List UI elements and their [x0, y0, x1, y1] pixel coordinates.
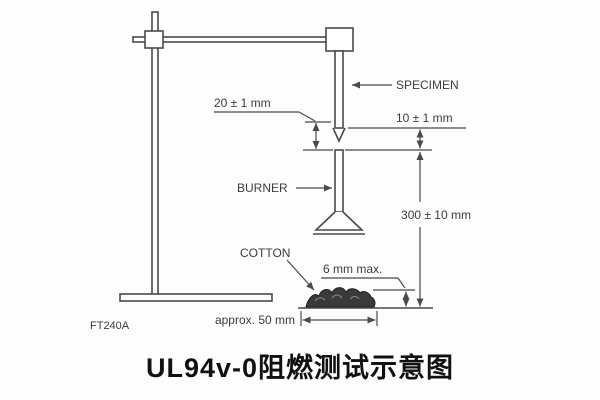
- dim20-connector: [298, 111, 316, 122]
- caption-title: UL94v-0阻燃测试示意图: [145, 353, 455, 383]
- ul94-test-diagram: SPECIMEN 20 ± 1 mm 10 ± 1 mm BURNER 300 …: [90, 11, 471, 332]
- dim50-label: approx. 50 mm: [215, 313, 295, 327]
- dim10-label: 10 ± 1 mm: [396, 111, 453, 125]
- stand-pole: [151, 11, 159, 297]
- dim300-label: 300 ± 10 mm: [401, 208, 471, 222]
- specimen-bar: [334, 50, 344, 129]
- dim6-connector: [397, 277, 406, 289]
- flame-icon: [332, 127, 346, 143]
- burner-cone: [313, 211, 365, 231]
- burner-tube: [334, 149, 344, 213]
- specimen-assembly: [332, 50, 346, 143]
- stand-base: [119, 293, 273, 302]
- dimension-lines: [214, 81, 466, 326]
- burner-label: BURNER: [237, 181, 288, 195]
- arm-clamp: [144, 30, 164, 49]
- dim20-label: 20 ± 1 mm: [214, 96, 271, 110]
- specimen-clamp: [325, 27, 354, 52]
- cotton-blob: [305, 287, 376, 308]
- cotton-leader: [286, 259, 315, 291]
- cotton-label: COTTON: [240, 246, 290, 260]
- figure-code: FT240A: [90, 320, 130, 332]
- cotton-texture: [314, 294, 360, 302]
- stand: [119, 11, 354, 302]
- dim6-label: 6 mm max.: [323, 262, 382, 276]
- cotton-pad: [298, 287, 433, 309]
- burner-assembly: [313, 149, 365, 235]
- specimen-label: SPECIMEN: [396, 78, 459, 92]
